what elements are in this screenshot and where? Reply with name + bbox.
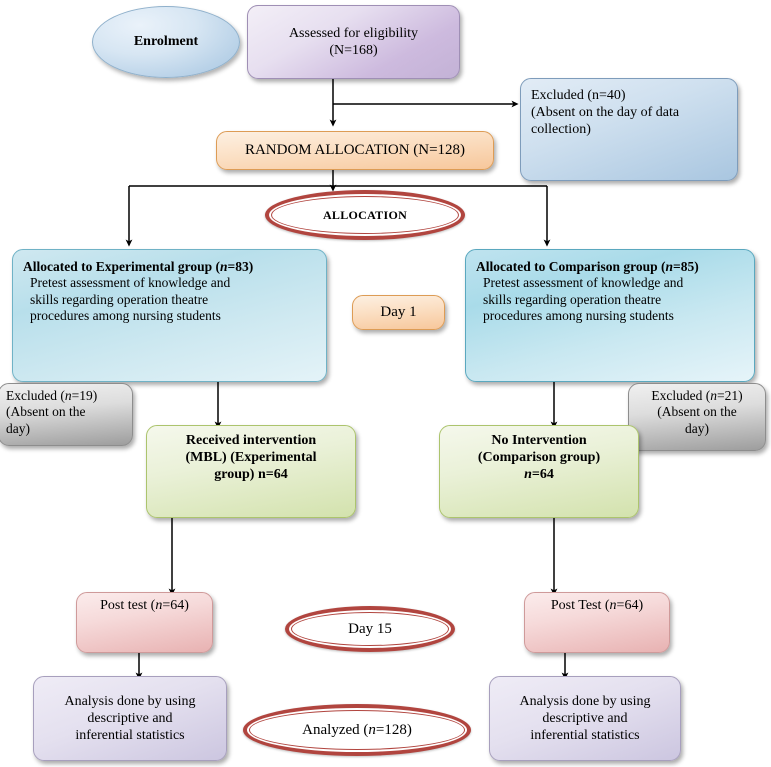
- assessed-for-eligibility-box: Assessed for eligibility (N=168): [247, 5, 460, 79]
- assessed-line-1: Assessed for eligibility: [288, 25, 419, 41]
- received-intervention-line-1: Received intervention: [185, 433, 317, 448]
- allocated-experimental-heading-b: =83): [227, 259, 254, 274]
- allocated-comparison-box: Allocated to Comparison group (n=85) Pre…: [465, 249, 755, 382]
- received-intervention-line-3: group) n=64: [214, 467, 288, 483]
- allocated-comparison-line-3: skills regarding operation theatre: [483, 291, 662, 307]
- excluded-19-line-1-n: n: [64, 388, 72, 403]
- post-test-right-label: Post Test (n=64): [531, 597, 663, 614]
- analysis-left-box: Analysis done by using descriptive and i…: [33, 676, 227, 761]
- no-intervention-line-3-n: n: [524, 467, 532, 483]
- analyzed-ellipse: Analyzed (n=128): [243, 704, 471, 756]
- allocated-comparison-line-2: Pretest assessment of knowledge and: [483, 275, 684, 291]
- allocated-experimental-heading-a: Allocated to Experimental group (: [23, 259, 220, 274]
- no-intervention-line-1: No Intervention: [491, 433, 587, 448]
- allocated-comparison-heading-a: Allocated to Comparison group (: [476, 259, 666, 274]
- analysis-right-line-2: descriptive and: [542, 710, 628, 726]
- excluded-40-line-3: collection): [531, 122, 591, 138]
- excluded-19-line-1: Excluded (n=19): [6, 388, 125, 404]
- day-15-ellipse: Day 15: [285, 606, 455, 652]
- random-allocation-label: RANDOM ALLOCATION (N=128): [244, 142, 466, 159]
- post-test-left-box: Post test (n=64): [76, 592, 213, 653]
- enrolment-label: Enrolment: [133, 34, 199, 49]
- allocated-comparison-heading: Allocated to Comparison group (n=85): [476, 259, 744, 275]
- allocated-comparison-heading-n: n: [665, 259, 674, 274]
- analyzed-n: n: [368, 721, 376, 738]
- excluded-19-line-1-a: Excluded (: [6, 388, 65, 403]
- allocated-comparison-line-4: procedures among nursing students: [483, 308, 674, 324]
- no-intervention-line-3: n=64: [450, 466, 628, 483]
- allocated-experimental-box: Allocated to Experimental group (n=83) P…: [12, 249, 327, 382]
- allocated-experimental-heading-n: n: [219, 259, 228, 274]
- post-test-left-label: Post test (n=64): [83, 597, 206, 614]
- analysis-right-line-1: Analysis done by using: [519, 693, 651, 709]
- excluded-21-line-1-n: n: [710, 388, 717, 403]
- excluded-19-line-3: day): [6, 420, 30, 436]
- no-intervention-line-3-b: =64: [531, 467, 554, 483]
- analysis-right-box: Analysis done by using descriptive and i…: [489, 676, 681, 761]
- excluded-19-box: Excluded (n=19) (Absent on the day): [0, 383, 133, 446]
- excluded-40-box: Excluded (n=40) (Absent on the day of da…: [520, 78, 738, 181]
- enrolment-ellipse: Enrolment: [92, 6, 240, 78]
- allocated-experimental-line-2: Pretest assessment of knowledge and: [30, 275, 231, 291]
- excluded-40-line-1: Excluded (n=40): [531, 88, 626, 103]
- analysis-left-line-2: descriptive and: [87, 710, 173, 726]
- allocated-comparison-heading-b: =85): [673, 259, 699, 274]
- no-intervention-box: No Intervention (Comparison group) n=64: [439, 425, 639, 518]
- day-1-label: Day 1: [380, 304, 417, 321]
- allocated-experimental-line-3: skills regarding operation theatre: [30, 291, 209, 307]
- post-test-left-b: =64): [162, 598, 189, 613]
- post-test-right-a: Post Test (: [550, 598, 610, 613]
- post-test-left-a: Post test (: [100, 598, 156, 613]
- excluded-21-line-1-b: =21): [717, 388, 743, 403]
- day-15-label: Day 15: [348, 620, 392, 637]
- analyzed-a: Analyzed (: [302, 721, 369, 738]
- excluded-21-box: Excluded (n=21) (Absent on the day): [628, 383, 766, 451]
- excluded-21-line-1: Excluded (n=21): [636, 388, 758, 404]
- allocation-stage-label: ALLOCATION: [322, 207, 408, 222]
- no-intervention-line-2: (Comparison group): [477, 450, 601, 466]
- random-allocation-box: RANDOM ALLOCATION (N=128): [216, 131, 494, 170]
- post-test-left-n: n: [155, 598, 163, 613]
- assessed-line-2: (N=168): [329, 43, 378, 58]
- analyzed-b: =128): [375, 721, 412, 738]
- excluded-21-line-2: (Absent on the: [657, 404, 737, 420]
- day-1-box: Day 1: [352, 295, 445, 330]
- excluded-19-line-1-b: =19): [71, 388, 98, 403]
- post-test-right-box: Post Test (n=64): [524, 592, 670, 653]
- excluded-21-line-3: day): [685, 420, 709, 436]
- allocated-experimental-line-4: procedures among nursing students: [30, 308, 221, 324]
- received-intervention-box: Received intervention (MBL) (Experimenta…: [146, 425, 356, 518]
- excluded-40-line-2: (Absent on the day of data: [531, 105, 680, 121]
- excluded-19-line-2: (Absent on the: [6, 404, 86, 420]
- post-test-right-b: =64): [616, 598, 644, 613]
- analyzed-label: Analyzed (n=128): [302, 722, 412, 739]
- allocation-stage-ellipse: ALLOCATION: [265, 190, 465, 240]
- excluded-21-line-1-a: Excluded (: [651, 388, 711, 403]
- received-intervention-line-2: (MBL) (Experimental: [185, 450, 317, 466]
- analysis-left-line-3: inferential statistics: [75, 728, 185, 744]
- allocated-experimental-heading: Allocated to Experimental group (n=83): [23, 259, 316, 275]
- analysis-right-line-3: inferential statistics: [530, 728, 640, 744]
- post-test-right-n: n: [609, 598, 617, 613]
- analysis-left-line-1: Analysis done by using: [64, 693, 196, 709]
